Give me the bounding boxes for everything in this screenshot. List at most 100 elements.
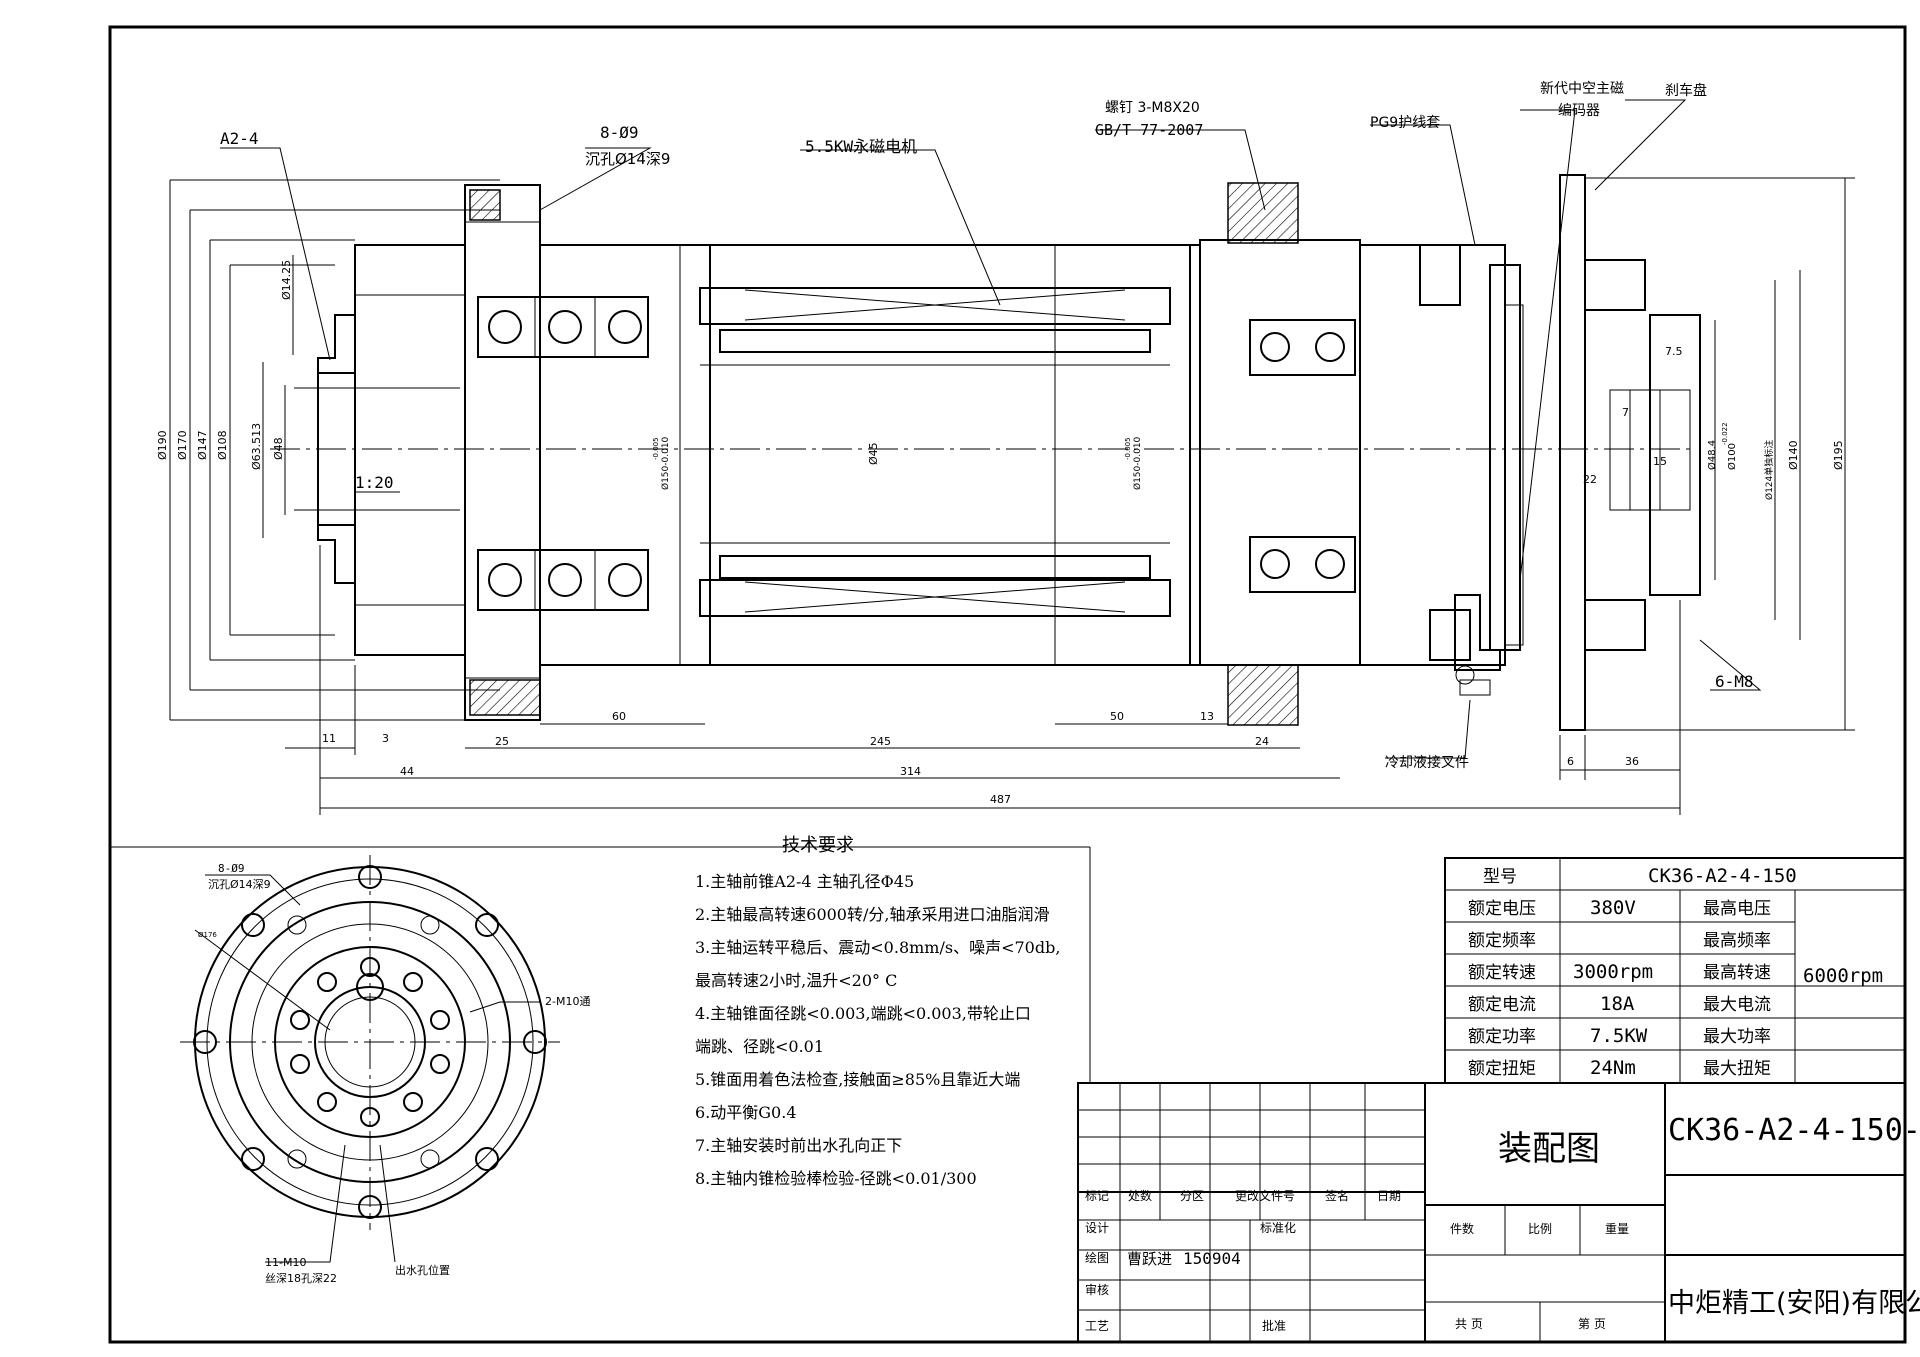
spindle-side-view — [169, 99, 1855, 815]
spec-current-value: 18A — [1600, 993, 1635, 1015]
dim-7: 7 — [1622, 406, 1629, 419]
tb-mark: 标记 — [1085, 1189, 1109, 1203]
dim-150a-tol: -0.005 — [652, 437, 660, 460]
label-8-holes: 8-Ø9 — [600, 123, 639, 142]
tb-draw: 绘图 — [1085, 1250, 1109, 1265]
front-bearings-top — [477, 296, 649, 358]
tech-title: 技术要求 — [782, 835, 854, 856]
dim-24: 24 — [1255, 735, 1269, 748]
tb-approve: 批准 — [1262, 1318, 1286, 1333]
tb-weight: 重量 — [1605, 1222, 1629, 1236]
dim-45: Ø45 — [867, 442, 880, 465]
tb-page: 第 页 — [1578, 1317, 1606, 1331]
dim-487: 487 — [990, 793, 1011, 806]
tb-total: 共 页 — [1455, 1317, 1483, 1331]
spec-torque-value: 24Nm — [1590, 1057, 1636, 1079]
dim-11: 11 — [322, 732, 336, 745]
dim-108: Ø108 — [216, 430, 229, 460]
tech-requirements: 技术要求 1.主轴前锥A2-4 主轴孔径Φ45 2.主轴最高转速6000转/分,… — [695, 835, 1060, 1188]
tech-item-8: 8.主轴内锥检验棒检验-径跳<0.01/300 — [695, 1169, 977, 1188]
label-water-hole: 出水孔位置 — [395, 1263, 450, 1277]
label-2-m10: 2-M10通 — [545, 995, 590, 1008]
tb-stage: 件数 — [1450, 1221, 1474, 1236]
dim-7-5: 7.5 — [1665, 345, 1683, 358]
dim-147: Ø147 — [196, 430, 209, 460]
dim-44: 44 — [400, 765, 414, 778]
flange-end-view — [180, 855, 560, 1263]
label-pg9: PG9护线套 — [1370, 115, 1440, 131]
spec-speed-label: 额定转速 — [1468, 963, 1536, 983]
tech-item-2: 2.主轴最高转速6000转/分,轴承采用进口油脂润滑 — [695, 905, 1049, 924]
label-11-m10: 11-M10 — [265, 1256, 306, 1269]
dim-100: Ø100 — [1726, 443, 1738, 470]
dim-150b: Ø150-0.010 — [1132, 436, 1143, 490]
label-counterbore: 沉孔Ø14深9 — [585, 150, 670, 168]
spec-voltage-value: 380V — [1590, 897, 1636, 919]
inner-tapped-holes — [290, 957, 450, 1127]
tb-date: 日期 — [1377, 1189, 1401, 1203]
label-11-m10-depth: 丝深18孔深22 — [265, 1272, 337, 1285]
dim-13: 13 — [1200, 710, 1214, 723]
label-counterbore-b: 沉孔Ø14深9 — [208, 878, 271, 891]
callout-labels: A2-4 8-Ø9 沉孔Ø14深9 5.5KW永磁电机 螺钉 3-M8X20 G… — [198, 81, 1754, 1285]
spec-max-power-label: 最大功率 — [1703, 1027, 1771, 1047]
motor-windings — [699, 287, 1171, 617]
tech-item-3b: 最高转速2小时,温升<20° C — [695, 971, 897, 990]
dim-245: 245 — [870, 735, 891, 748]
spec-max-speed-label: 最高转速 — [1703, 963, 1771, 983]
spec-max-current-label: 最大电流 — [1703, 995, 1771, 1015]
tech-item-3: 3.主轴运转平稳后、震动<0.8mm/s、噪声<70db, — [695, 938, 1060, 957]
spec-current-label: 额定电流 — [1468, 995, 1536, 1015]
dim-3: 3 — [382, 732, 389, 745]
horizontal-dims — [285, 545, 1681, 815]
tb-check: 审核 — [1085, 1282, 1109, 1297]
spec-voltage-label: 额定电压 — [1468, 899, 1536, 919]
tb-design: 设计 — [1085, 1221, 1109, 1235]
tb-doc: 更改文件号 — [1235, 1188, 1295, 1203]
label-a2-4: A2-4 — [220, 129, 259, 148]
title-block-text: 装配图 CK36-A2-4-150-A 中炬精工(安阳)有限公司 标记 处数 分… — [1085, 1113, 1920, 1333]
front-bearings-bottom — [477, 549, 649, 611]
dim-15: 15 — [1653, 455, 1667, 468]
spec-speed-value: 3000rpm — [1573, 961, 1653, 983]
label-coolant: 冷却液接叉件 — [1385, 754, 1469, 771]
dim-170: Ø170 — [176, 430, 189, 460]
spec-model-value: CK36-A2-4-150 — [1648, 865, 1797, 887]
dim-36: 36 — [1625, 755, 1639, 768]
drawing-number: CK36-A2-4-150-A — [1668, 1113, 1920, 1148]
dim-50: 50 — [1110, 710, 1124, 723]
vertical-dims-right — [1585, 177, 1855, 731]
dim-60: 60 — [612, 710, 626, 723]
dim-124: Ø124单独标注 — [1763, 440, 1775, 500]
label-encoder-2: 编码器 — [1558, 103, 1600, 119]
spec-max-speed-value: 6000rpm — [1803, 965, 1883, 987]
tech-item-4b: 端跳、径跳<0.01 — [695, 1037, 824, 1056]
dim-14: Ø14.25 — [280, 260, 293, 300]
dim-6: 6 — [1567, 755, 1574, 768]
tb-scale: 比例 — [1528, 1222, 1552, 1236]
tb-sign: 签名 — [1325, 1188, 1349, 1203]
dim-22: 22 — [1583, 473, 1597, 486]
label-8-holes-b: 8-Ø9 — [218, 862, 245, 875]
spec-max-torque-label: 最大扭矩 — [1703, 1059, 1771, 1079]
dim-150b-tol: -0.005 — [1124, 437, 1132, 460]
company-name: 中炬精工(安阳)有限公司 — [1668, 1288, 1920, 1319]
tech-item-6: 6.动平衡G0.4 — [695, 1103, 797, 1122]
diameter-labels: Ø190 Ø170 Ø147 Ø108 Ø63.513 Ø48 Ø14.25 Ø… — [156, 260, 1845, 500]
label-phi-small: Ø176 — [198, 931, 217, 939]
length-labels: 11 3 25 60 245 50 13 24 44 314 487 6 36 … — [322, 345, 1683, 806]
label-motor: 5.5KW永磁电机 — [805, 137, 917, 156]
spec-max-freq-label: 最高频率 — [1703, 931, 1771, 951]
dim-48-4: Ø48.4 — [1706, 440, 1718, 470]
dim-314: 314 — [900, 765, 921, 778]
tech-item-5: 5.锥面用着色法检查,接触面≥85%且靠近大端 — [695, 1070, 1020, 1089]
tb-craft: 工艺 — [1085, 1319, 1109, 1333]
drawing-frame — [108, 25, 1907, 1344]
tb-standard: 标准化 — [1260, 1221, 1296, 1235]
tb-zone: 分区 — [1180, 1189, 1204, 1203]
spec-power-label: 额定功率 — [1468, 1027, 1536, 1047]
label-6-m8: 6-M8 — [1715, 672, 1754, 691]
label-encoder-1: 新代中空主磁 — [1540, 81, 1624, 97]
spec-power-value: 7.5KW — [1590, 1025, 1648, 1047]
